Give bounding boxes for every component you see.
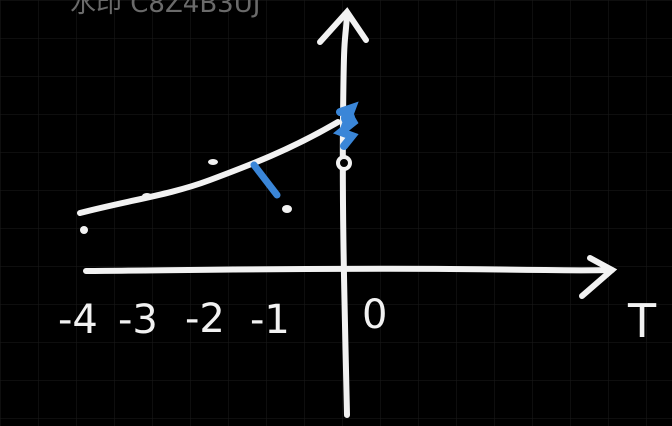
point: [142, 193, 152, 199]
point: [282, 205, 292, 213]
x-axis-arrowhead: [579, 255, 618, 299]
blue-scribble: [332, 101, 359, 150]
blue-highlight: [250, 101, 359, 199]
y-axis-arrowhead: [317, 7, 369, 45]
header-caption: 水印 C8Z4B3UJ: [70, 0, 260, 19]
x-axis-letter: T: [627, 294, 657, 348]
curve: [77, 119, 341, 216]
tick-label: -1: [250, 297, 290, 343]
x-axis: [83, 255, 618, 299]
curve-points: [80, 159, 292, 234]
x-tick-labels: -4 -3 -2 -1 0: [58, 292, 387, 343]
tick-label: -3: [118, 297, 158, 343]
open-circle: [336, 155, 352, 171]
point: [208, 159, 218, 165]
point: [80, 226, 88, 234]
tick-label: -4: [58, 297, 98, 343]
tick-label: -2: [185, 296, 225, 342]
tick-label: 0: [362, 292, 387, 338]
blue-segment: [250, 161, 281, 199]
